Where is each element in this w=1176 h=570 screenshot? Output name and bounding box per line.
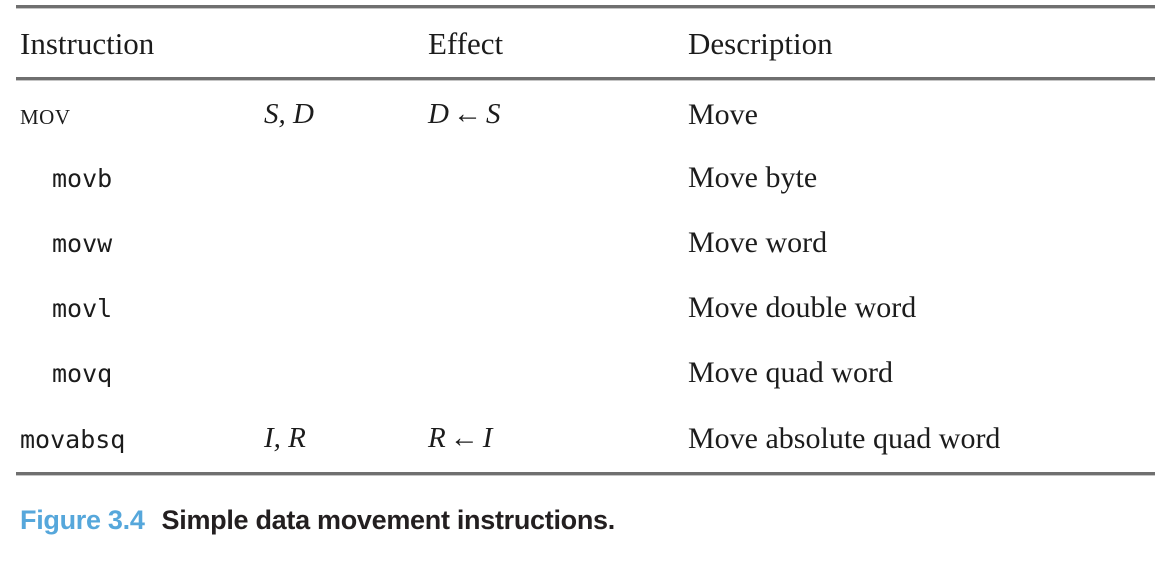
left-arrow-icon: ← — [449, 422, 479, 454]
instruction-operands: S, D — [264, 98, 314, 130]
figure-caption-text: Simple data movement instructions. — [161, 505, 616, 535]
effect-destination: R — [428, 422, 446, 454]
instruction-description: Move double word — [688, 291, 917, 324]
instruction-effect: R←I — [428, 424, 492, 453]
instruction-description: Move absolute quad word — [688, 422, 1001, 455]
effect-source: I — [482, 422, 493, 454]
instruction-mnemonic: movabsq — [20, 425, 126, 454]
instruction-mnemonic: movb — [52, 164, 113, 193]
column-header-description: Description — [688, 26, 833, 61]
instruction-mnemonic: movw — [52, 229, 113, 258]
column-header-effect: Effect — [428, 26, 504, 61]
table-top-rule — [16, 5, 1155, 8]
table-header-rule — [16, 77, 1155, 80]
instruction-description: Move word — [688, 226, 828, 259]
instruction-mnemonic: MOV — [20, 98, 71, 131]
table-bottom-rule — [16, 472, 1155, 475]
instruction-mnemonic: movq — [52, 359, 113, 388]
figure-number-label: Figure 3.4 — [20, 505, 145, 535]
effect-destination: D — [428, 98, 449, 130]
instruction-effect: D←S — [428, 100, 500, 129]
instruction-description: Move — [688, 98, 758, 131]
instruction-description: Move byte — [688, 161, 818, 194]
instruction-mnemonic: movl — [52, 294, 113, 323]
instruction-description: Move quad word — [688, 356, 893, 389]
left-arrow-icon: ← — [452, 98, 482, 130]
column-header-instruction: Instruction — [20, 26, 155, 61]
figure-caption: Figure 3.4 Simple data movement instructi… — [20, 505, 615, 536]
effect-source: S — [485, 98, 501, 130]
instruction-operands: I, R — [264, 422, 306, 454]
